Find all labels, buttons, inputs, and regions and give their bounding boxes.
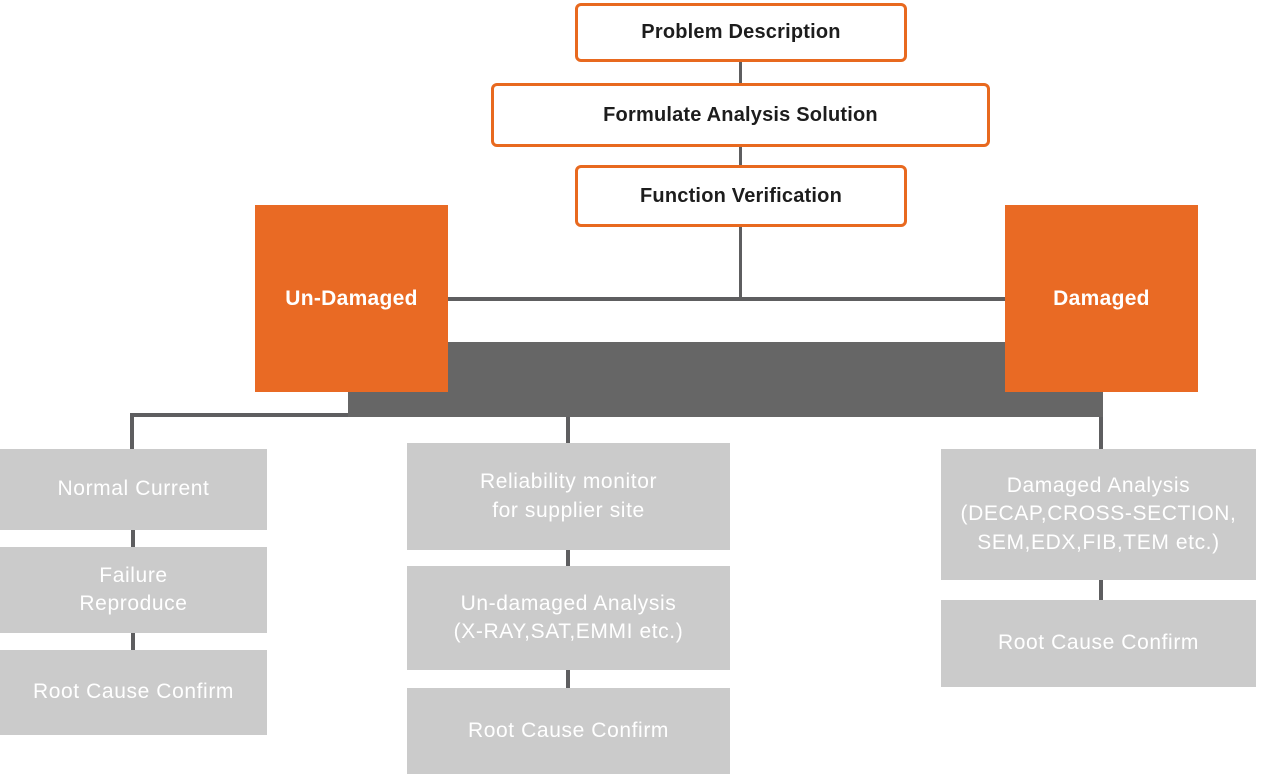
connector-drop-right bbox=[1099, 410, 1103, 449]
node-label: Formulate Analysis Solution bbox=[603, 103, 878, 126]
step-label-line: Reliability monitor bbox=[479, 470, 658, 494]
step-un-damaged-analysis: Un-damaged Analysis (X-RAY,SAT,EMMI etc.… bbox=[407, 566, 730, 670]
branch-label: Damaged bbox=[1053, 286, 1150, 310]
dark-band bbox=[348, 342, 1103, 417]
connector-left-1 bbox=[131, 530, 135, 548]
node-label: Function Verification bbox=[640, 184, 842, 207]
step-root-cause-confirm-left: Root Cause Confirm bbox=[0, 650, 267, 735]
step-label: Root Cause Confirm bbox=[997, 631, 1200, 655]
step-label: Root Cause Confirm bbox=[467, 718, 670, 742]
connector-problem-to-formulate bbox=[739, 62, 742, 83]
step-label: Root Cause Confirm bbox=[32, 680, 235, 704]
branch-label: Un-Damaged bbox=[285, 286, 418, 310]
node-problem-description: Problem Description bbox=[575, 3, 907, 62]
node-formulate-analysis-solution: Formulate Analysis Solution bbox=[491, 83, 990, 147]
step-label-line: Damaged Analysis bbox=[1006, 473, 1191, 497]
step-label-line: Failure bbox=[99, 563, 168, 587]
connector-left-2 bbox=[131, 633, 135, 651]
step-normal-current: Normal Current bbox=[0, 449, 267, 530]
connector-drop-middle bbox=[566, 410, 570, 444]
step-label-line: Reproduce bbox=[79, 592, 188, 615]
step-reliability-monitor: Reliability monitor for supplier site bbox=[407, 443, 730, 550]
connector-function-to-split bbox=[739, 227, 742, 298]
connector-middle-2 bbox=[566, 670, 570, 689]
connector-formulate-to-function bbox=[739, 147, 742, 165]
step-failure-reproduce: Failure Reproduce bbox=[0, 547, 267, 633]
connector-drop-left bbox=[130, 413, 134, 449]
step-label-line: (DECAP,CROSS-SECTION, bbox=[960, 502, 1237, 526]
step-damaged-analysis: Damaged Analysis (DECAP,CROSS-SECTION, S… bbox=[941, 449, 1256, 580]
node-function-verification: Function Verification bbox=[575, 165, 907, 227]
step-label-line: (X-RAY,SAT,EMMI etc.) bbox=[453, 620, 684, 643]
branch-damaged: Damaged bbox=[1005, 205, 1198, 392]
connector-branch-split-line bbox=[448, 297, 1005, 301]
step-label: Normal Current bbox=[57, 477, 210, 501]
step-label-line: for supplier site bbox=[492, 498, 645, 522]
step-label-line: Un-damaged Analysis bbox=[460, 591, 677, 615]
step-label-line: SEM,EDX,FIB,TEM etc.) bbox=[977, 530, 1220, 554]
branch-un-damaged: Un-Damaged bbox=[255, 205, 448, 392]
node-label: Problem Description bbox=[641, 21, 841, 43]
connector-middle-1 bbox=[566, 550, 570, 567]
connector-right-1 bbox=[1099, 580, 1103, 601]
step-root-cause-confirm-right: Root Cause Confirm bbox=[941, 600, 1256, 687]
step-root-cause-confirm-middle: Root Cause Confirm bbox=[407, 688, 730, 774]
